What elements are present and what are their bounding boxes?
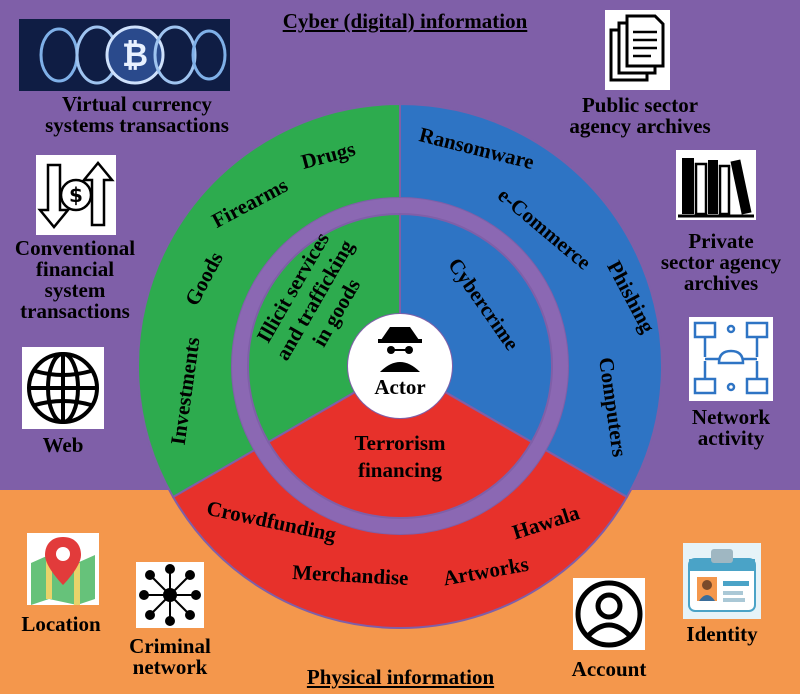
header-cyber-information: Cyber (digital) information bbox=[282, 9, 528, 33]
svg-text:₿: ₿ bbox=[122, 36, 148, 74]
label-location: Location bbox=[21, 612, 101, 636]
label-virtual-currency-2: systems transactions bbox=[45, 113, 229, 137]
center-label-actor: Actor bbox=[374, 375, 425, 399]
network-icon bbox=[689, 317, 773, 401]
label-public-archives-2: agency archives bbox=[569, 114, 711, 138]
globe-icon bbox=[22, 347, 104, 429]
inner-label-terrorism-2: financing bbox=[358, 458, 443, 482]
label-identity: Identity bbox=[686, 622, 758, 646]
label-web: Web bbox=[42, 433, 84, 457]
documents-icon bbox=[605, 10, 670, 90]
label-private-archives-3: archives bbox=[683, 271, 759, 295]
id-card-icon bbox=[683, 543, 761, 619]
label-private-archives-1: Private bbox=[688, 229, 754, 253]
user-account-icon bbox=[573, 578, 645, 650]
people-network-icon bbox=[136, 562, 204, 628]
inner-ring bbox=[247, 212, 553, 519]
header-physical-information: Physical information bbox=[306, 665, 495, 689]
label-conventional-2: financial bbox=[35, 257, 115, 281]
label-conventional-1: Conventional bbox=[14, 236, 136, 260]
inner-label-terrorism-1: Terrorism bbox=[355, 431, 446, 455]
label-virtual-currency-1: Virtual currency bbox=[62, 92, 212, 116]
label-network-2: activity bbox=[697, 426, 765, 450]
money-exchange-icon: $ bbox=[36, 155, 116, 235]
label-private-archives-2: sector agency bbox=[660, 250, 782, 274]
cryptocurrency-coins-icon: ₿ bbox=[19, 19, 230, 91]
label-criminal-network-2: network bbox=[132, 655, 208, 679]
label-public-archives-1: Public sector bbox=[581, 93, 699, 117]
books-icon bbox=[676, 150, 756, 220]
svg-text:$: $ bbox=[69, 183, 83, 207]
spy-icon bbox=[373, 322, 427, 372]
label-criminal-network-1: Criminal bbox=[129, 634, 211, 658]
label-conventional-4: transactions bbox=[20, 299, 130, 323]
label-account: Account bbox=[571, 657, 647, 681]
label-network-1: Network bbox=[691, 405, 771, 429]
label-conventional-3: system bbox=[44, 278, 106, 302]
map-pin-icon bbox=[27, 533, 99, 605]
